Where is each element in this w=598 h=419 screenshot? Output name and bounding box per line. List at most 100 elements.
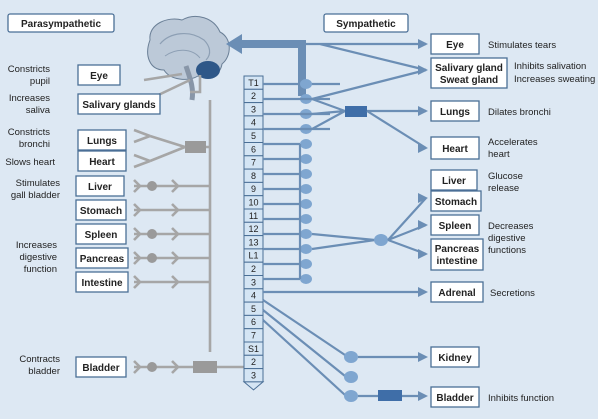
spinal-segment-label: 3	[251, 277, 256, 287]
para-bladder-box	[75, 356, 127, 378]
para-lungs-label: Lungs	[87, 136, 117, 147]
para-abdominal-branches	[133, 179, 210, 289]
para-thoracic-ganglion	[185, 141, 206, 153]
para-heart-label: Heart	[89, 157, 115, 168]
spinal-segment-label: 2	[251, 91, 256, 101]
para-intestine-label: Intestine	[81, 278, 123, 289]
symp-liver-box	[430, 169, 478, 191]
para-lungs-box	[77, 129, 127, 151]
spinal-segment-label: 13	[248, 237, 258, 247]
symp-effect-bladder: Inhibits function	[488, 393, 554, 404]
para-effect-digestive-3: function	[24, 264, 57, 275]
symp-effects: Stimulates tears Inhibits salivation Inc…	[488, 40, 595, 404]
parasympathetic-header-box	[7, 13, 115, 33]
symp-eye-box	[430, 33, 480, 55]
para-stomach-label: Stomach	[80, 206, 122, 217]
para-pancreas-label: Pancreas	[80, 254, 125, 265]
para-effect-saliva-1: Increases	[9, 93, 50, 104]
brain-icon	[147, 16, 230, 101]
para-stomach-box	[75, 199, 127, 221]
symp-sweat-label: Sweat gland	[440, 75, 498, 86]
spinal-segment-label: 3	[251, 370, 256, 380]
spinal-segment-label: 6	[251, 317, 256, 327]
para-effect-bladder-1: Contracts	[19, 354, 60, 365]
symp-eye-label: Eye	[446, 40, 464, 51]
symp-spleen-box	[430, 214, 480, 236]
spinal-segment-label: 7	[251, 331, 256, 341]
spinal-segment-label: 6	[251, 144, 256, 154]
symp-effect-digestive-1: Decreases	[488, 221, 534, 232]
para-effect-bronchi-2: bronchi	[19, 139, 50, 150]
symp-effect-glucose-1: Glucose	[488, 171, 523, 182]
para-effect-gall-1: Stimulates	[16, 178, 61, 189]
symp-salivary-label: Salivary gland	[435, 63, 503, 74]
sympathetic-header: Sympathetic	[336, 19, 396, 30]
spinal-segment-label: 5	[251, 131, 256, 141]
sympathetic-header-box	[323, 13, 409, 33]
spinal-segment-label: 10	[248, 198, 258, 208]
spinal-segment-label: T1	[248, 78, 259, 88]
symp-effect-heart-1: Accelerates	[488, 137, 538, 148]
para-effect-pupil-1: Constricts	[8, 64, 50, 75]
parasympathetic-header: Parasympathetic	[21, 19, 101, 30]
symp-adrenal-box	[430, 281, 484, 303]
spinal-segment-label: 11	[249, 211, 258, 221]
symp-effect-digestive-3: functions	[488, 245, 526, 256]
para-effect-gall-2: gall bladder	[11, 190, 60, 201]
spinal-segment-label: 2	[251, 264, 256, 274]
para-spleen-box	[75, 223, 127, 245]
symp-chain	[262, 39, 428, 402]
symp-liver-label: Liver	[442, 176, 466, 187]
spinal-segment-label: 7	[251, 158, 256, 168]
para-effect-digestive-2: digestive	[20, 252, 58, 263]
symp-effect-digestive-2: digestive	[488, 233, 526, 244]
symp-effect-tears: Stimulates tears	[488, 40, 556, 51]
symp-bladder-box	[430, 386, 480, 408]
symp-effect-glucose-2: release	[488, 183, 519, 194]
para-liver-label: Liver	[88, 182, 112, 193]
para-bladder-ganglion	[193, 361, 217, 373]
symp-pancreas-label: Pancreas	[435, 244, 480, 255]
spinal-segment-label: 2	[251, 357, 256, 367]
symp-stomach-label: Stomach	[435, 197, 477, 208]
para-effect-saliva-2: saliva	[26, 105, 51, 116]
para-eye-label: Eye	[90, 71, 108, 82]
para-spleen-label: Spleen	[85, 230, 118, 241]
para-effect-pupil-2: pupil	[30, 76, 50, 87]
symp-adrenal-label: Adrenal	[438, 288, 475, 299]
para-heart-box	[77, 150, 127, 172]
spinal-segment-label: 4	[251, 291, 256, 301]
para-intestine-box	[75, 271, 129, 293]
para-pancreas-box	[75, 247, 129, 269]
spinal-segment-label: 5	[251, 304, 256, 314]
spinal-segment-label: 4	[251, 118, 256, 128]
para-salivary-label: Salivary glands	[82, 100, 156, 111]
para-effect-heart: Slows heart	[5, 157, 55, 168]
para-bladder-label: Bladder	[82, 363, 119, 374]
para-liver-box	[75, 175, 125, 197]
cranial-nerve-line	[190, 75, 202, 94]
spinal-cord-tip	[242, 381, 265, 391]
symp-effect-bronchi: Dilates bronchi	[488, 107, 551, 118]
symp-bladder-label: Bladder	[436, 393, 473, 404]
symp-heart-label: Heart	[442, 144, 468, 155]
spinal-segment-label: 9	[251, 184, 256, 194]
symp-kidney-label: Kidney	[438, 353, 472, 364]
para-effect-bronchi-1: Constricts	[8, 127, 50, 138]
para-eye-box	[77, 64, 121, 86]
spinal-segment-label: 8	[251, 171, 256, 181]
para-effects: Constricts pupil Increases saliva Constr…	[5, 64, 60, 377]
symp-stomach-box	[430, 190, 482, 212]
symp-kidney-box	[430, 346, 480, 368]
symp-lungs-label: Lungs	[440, 107, 470, 118]
symp-effect-salivation: Inhibits salivation	[514, 61, 586, 72]
symp-lungs-box	[430, 100, 480, 122]
symp-heart-box	[430, 136, 480, 160]
symp-salivary-box	[430, 57, 508, 89]
spinal-segment-label: L1	[248, 251, 258, 261]
spinal-segment-label: S1	[248, 344, 259, 354]
eye-nerve-line	[143, 72, 183, 82]
